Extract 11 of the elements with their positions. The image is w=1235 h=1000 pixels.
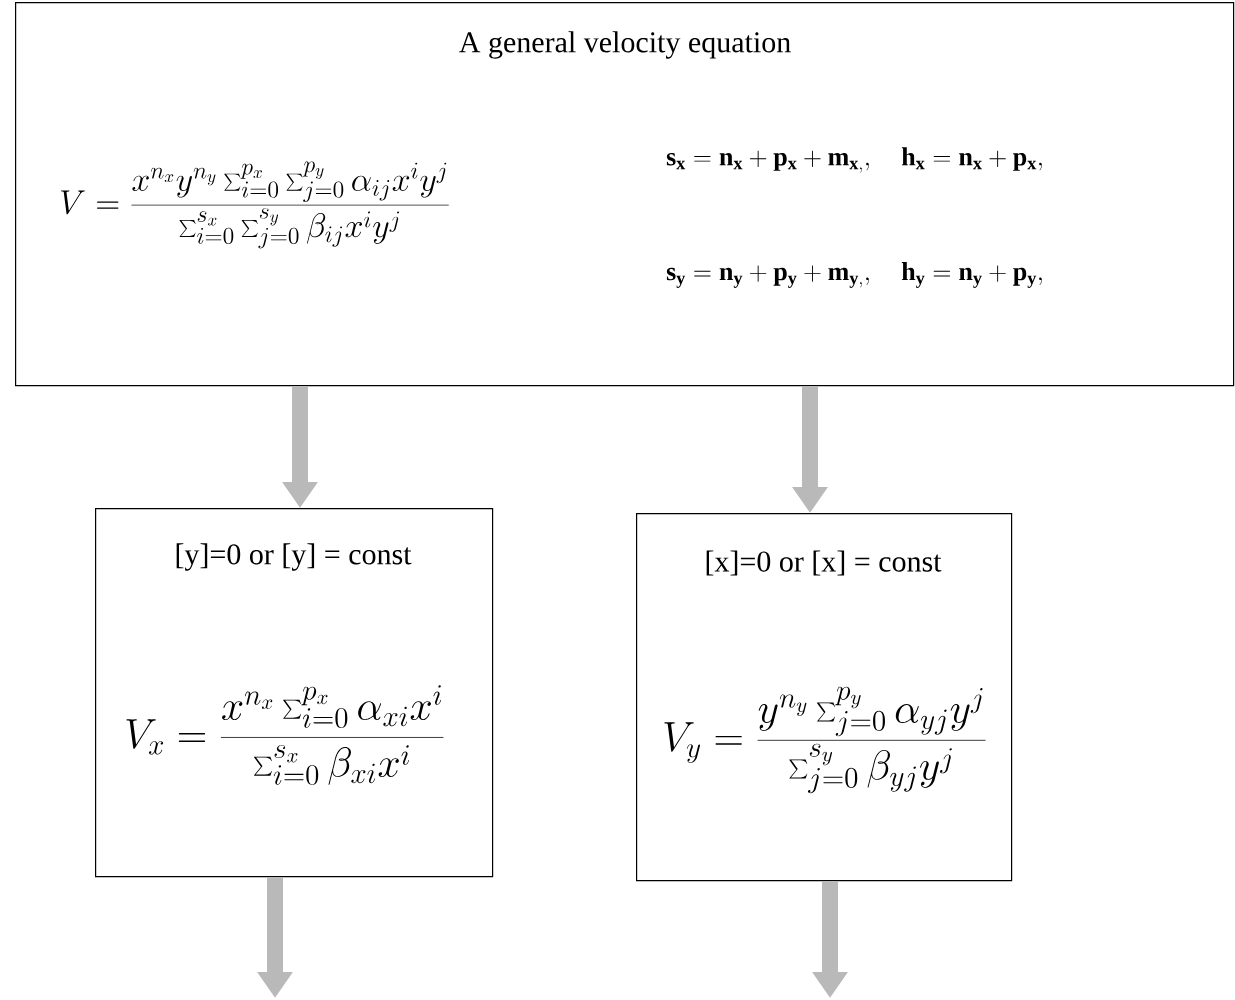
box-heading: A general velocity equation [459,31,791,59]
formula: $\mathbf{s_x = n_x + p_x + m_{x,},\quad h_x = n_x + p_x,}$ [666,147,1042,173]
equation-box [95,508,494,878]
formula: $V_y = \frac{y^{n_y} \sum_{j=0}^{p_y} \alpha_{yj} y^j}{\sum_{j=0}^{s_y} \beta_{yj} y^j}$ [664,686,986,794]
formula: $V = \frac{x^{n_x} y^{n_y} \sum_{i=0}^{p_x}\sum_{j=0}^{p_y} \alpha_{ij} x^i y^j}{\sum_{i=0}^{s_x}\sum_{j=0}^{s_y} \beta_{ij} x^i y^j}$ [61,161,449,249]
formula: $V_x = \frac{x^{n_x} \sum_{i=0}^{p_x} \alpha_{xi} x^i}{\sum_{i=0}^{s_x} \beta_{xi} x^i}$ [126,685,444,785]
box-heading: [y]=0 or [y] = const [176,543,412,571]
equation-box [15,2,1235,387]
formula: $\mathbf{s_y = n_y + p_y + m_{y,},\quad h_y = n_y + p_y,}$ [666,262,1042,288]
box-heading: [x]=0 or [x] = const [706,550,942,576]
equation-box [636,513,1013,882]
